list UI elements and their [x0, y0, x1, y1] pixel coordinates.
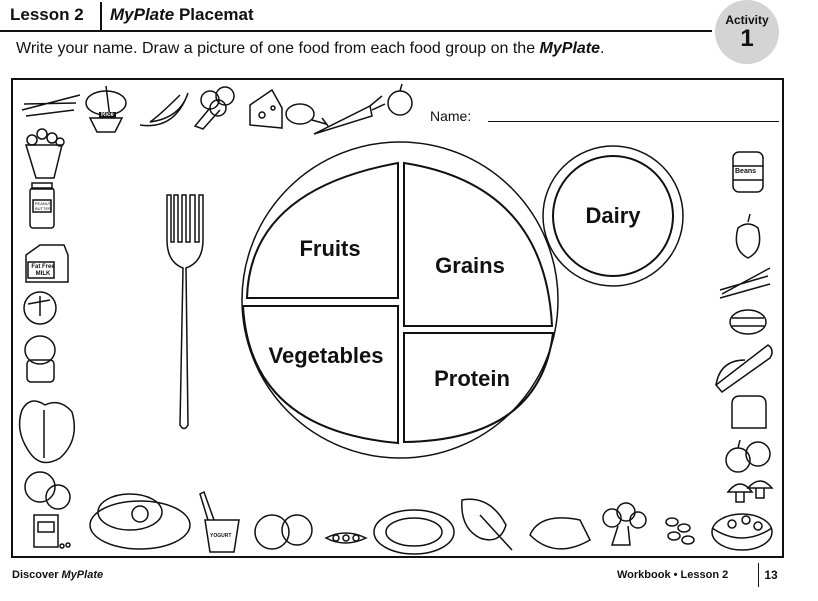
- milk-carton-icon: [25, 244, 69, 283]
- lettuce-icon: [18, 400, 75, 464]
- grains-label: Grains: [435, 253, 505, 278]
- page-title: MyPlate Placemat: [110, 5, 254, 25]
- page-header: Lesson 2 MyPlate Placemat: [0, 0, 700, 30]
- protein-section[interactable]: [403, 332, 555, 444]
- dairy-section[interactable]: [552, 155, 674, 277]
- instructions-bold: MyPlate: [539, 40, 601, 57]
- milk-label: Fat Free MILK: [31, 264, 55, 277]
- bell-pepper-icon: [735, 213, 761, 259]
- beans-label: Beans: [735, 168, 757, 175]
- peanut-butter-label: PEANUT BUTTER: [34, 201, 52, 211]
- header-separator: [100, 2, 102, 30]
- vegetables-label: Vegetables: [268, 343, 384, 368]
- peanut-butter-jar-icon: [29, 182, 55, 229]
- beans-can-icon: [732, 151, 764, 193]
- activity-badge: Activity 1: [715, 0, 779, 64]
- instructions-text: Write your name. Draw a picture of one f…: [16, 40, 540, 57]
- tortilla-wrap-icon: [529, 517, 591, 550]
- carrot-icon: [313, 95, 386, 135]
- activity-number: 1: [740, 25, 754, 52]
- fruits-section[interactable]: [245, 161, 399, 299]
- activity-label: Activity: [725, 13, 769, 27]
- placemat-frame: [11, 78, 784, 558]
- orange-icon: [24, 471, 71, 510]
- rice-bowl-icon: [85, 85, 127, 133]
- footer-right: Workbook • Lesson 2: [617, 569, 729, 581]
- plums-icon: [725, 439, 771, 473]
- rice-label: Rice: [99, 112, 116, 118]
- page-number: 13: [758, 563, 783, 587]
- peapod-icon: [324, 532, 368, 544]
- fruit-salad-icon: [711, 513, 773, 551]
- popcorn-icon: [24, 128, 65, 179]
- canned-fish-icon: [24, 335, 56, 383]
- bread-icon: [731, 395, 767, 429]
- header-rule: [0, 30, 712, 32]
- tomato-slice-icon: [23, 291, 57, 325]
- title-myplate: MyPlate: [110, 5, 175, 24]
- mushrooms-icon: [726, 480, 774, 503]
- title-rest: Placemat: [174, 5, 254, 24]
- cauliflower-icon: [602, 502, 647, 546]
- name-line[interactable]: [488, 121, 779, 122]
- lima-beans-icon: [665, 517, 695, 545]
- burger-patty-icon: [729, 309, 767, 335]
- cheese-icon: [249, 88, 283, 129]
- yogurt-label: YOGURT: [210, 533, 232, 539]
- instructions: Write your name. Draw a picture of one f…: [16, 40, 604, 58]
- banana-icon: [139, 92, 189, 127]
- footer-myplate: MyPlate: [61, 569, 104, 581]
- footer-left: Discover MyPlate: [12, 569, 103, 581]
- grains-section[interactable]: [403, 161, 554, 327]
- drumstick-icon: [285, 103, 329, 127]
- dairy-label: Dairy: [585, 203, 641, 228]
- dairy-cup-rim: [542, 145, 684, 287]
- instructions-end: .: [600, 40, 605, 57]
- cereal-box-icon: [33, 514, 71, 549]
- plate-rim: [241, 141, 559, 459]
- broccoli-icon: [193, 86, 235, 130]
- apple-icon: [387, 83, 413, 116]
- corn-icon: [714, 344, 773, 394]
- asparagus-icon: [21, 94, 81, 117]
- name-label: Name:: [430, 108, 472, 124]
- celery-icon: [719, 267, 771, 299]
- tomatoes-icon: [254, 514, 313, 550]
- protein-label: Protein: [434, 366, 510, 391]
- lesson-label: Lesson 2: [10, 5, 84, 24]
- spinach-icon: [461, 498, 513, 551]
- vegetables-section[interactable]: [241, 305, 399, 445]
- yogurt-icon: [199, 490, 240, 553]
- spaghetti-icon: [373, 509, 455, 555]
- fork-icon: [166, 194, 204, 430]
- footer-discover: Discover: [12, 569, 62, 581]
- fruits-label: Fruits: [299, 236, 361, 261]
- ham-icon: [89, 493, 191, 550]
